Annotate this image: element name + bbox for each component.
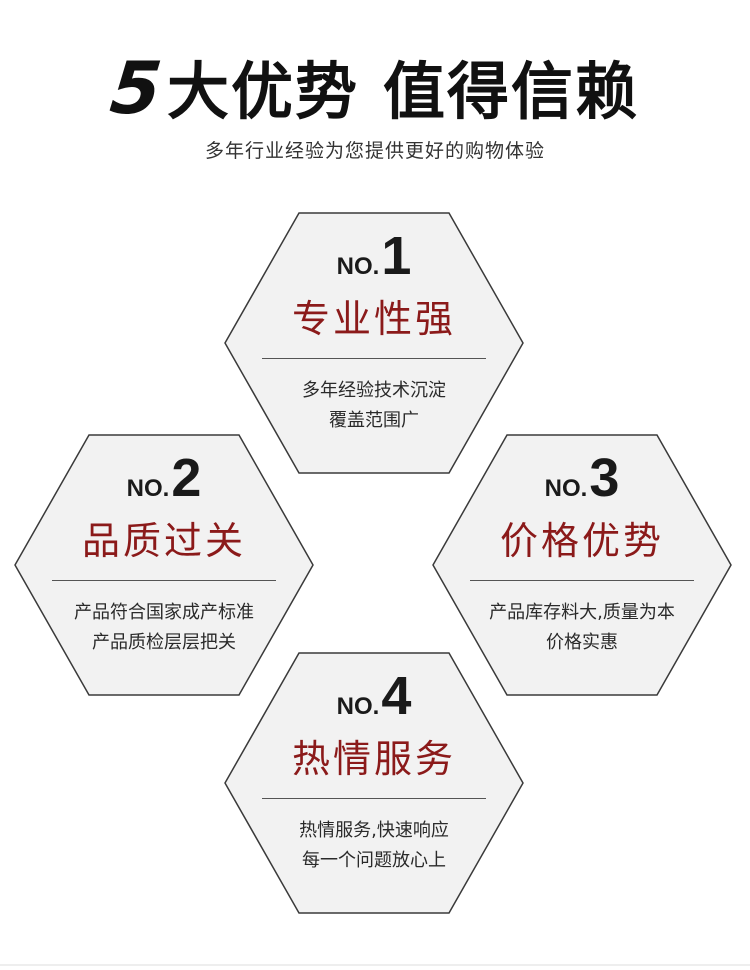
badge-number: NO.4 [336,666,412,726]
headline-part2: 值得信赖 [383,55,640,128]
badge-divider [52,580,276,581]
badge-title: 价格优势 [499,519,664,563]
badge-number: NO.1 [336,226,412,286]
hexagon-shape [224,652,524,914]
badge-description: 热情服务,快速响应 每一个问题放心上 [299,820,449,871]
advantage-badge-1: NO.1 专业性强 多年经验技术沉淀 覆盖范围广 [224,212,524,474]
badge-title: 热情服务 [291,737,456,781]
advantage-badge-2: NO.2 品质过关 产品符合国家成产标准 产品质检层层把关 [14,434,314,696]
headline-number: 5 [106,46,168,130]
badge-divider [262,798,486,799]
hexagon-shape [432,434,732,696]
bottom-divider [0,964,750,966]
badge-description: 产品库存料大,质量为本 价格实惠 [489,602,675,653]
badge-divider [262,358,486,359]
badge-divider [470,580,694,581]
badge-number: NO.3 [544,448,620,508]
advantage-badge-4: NO.4 热情服务 热情服务,快速响应 每一个问题放心上 [224,652,524,914]
advantage-badge-3: NO.3 价格优势 产品库存料大,质量为本 价格实惠 [432,434,732,696]
page-subtitle: 多年行业经验为您提供更好的购物体验 [204,140,545,162]
badge-title: 专业性强 [291,297,456,341]
hexagon-shape [224,212,524,474]
headline-part1: 大优势 [167,55,360,128]
hexagon-shape [14,434,314,696]
badge-title: 品质过关 [81,519,246,563]
badge-description: 产品符合国家成产标准 产品质检层层把关 [74,602,254,653]
page-headline: 5大优势值得信赖 [0,46,750,132]
badge-number: NO.2 [126,448,202,508]
badge-description: 多年经验技术沉淀 覆盖范围广 [302,380,446,431]
